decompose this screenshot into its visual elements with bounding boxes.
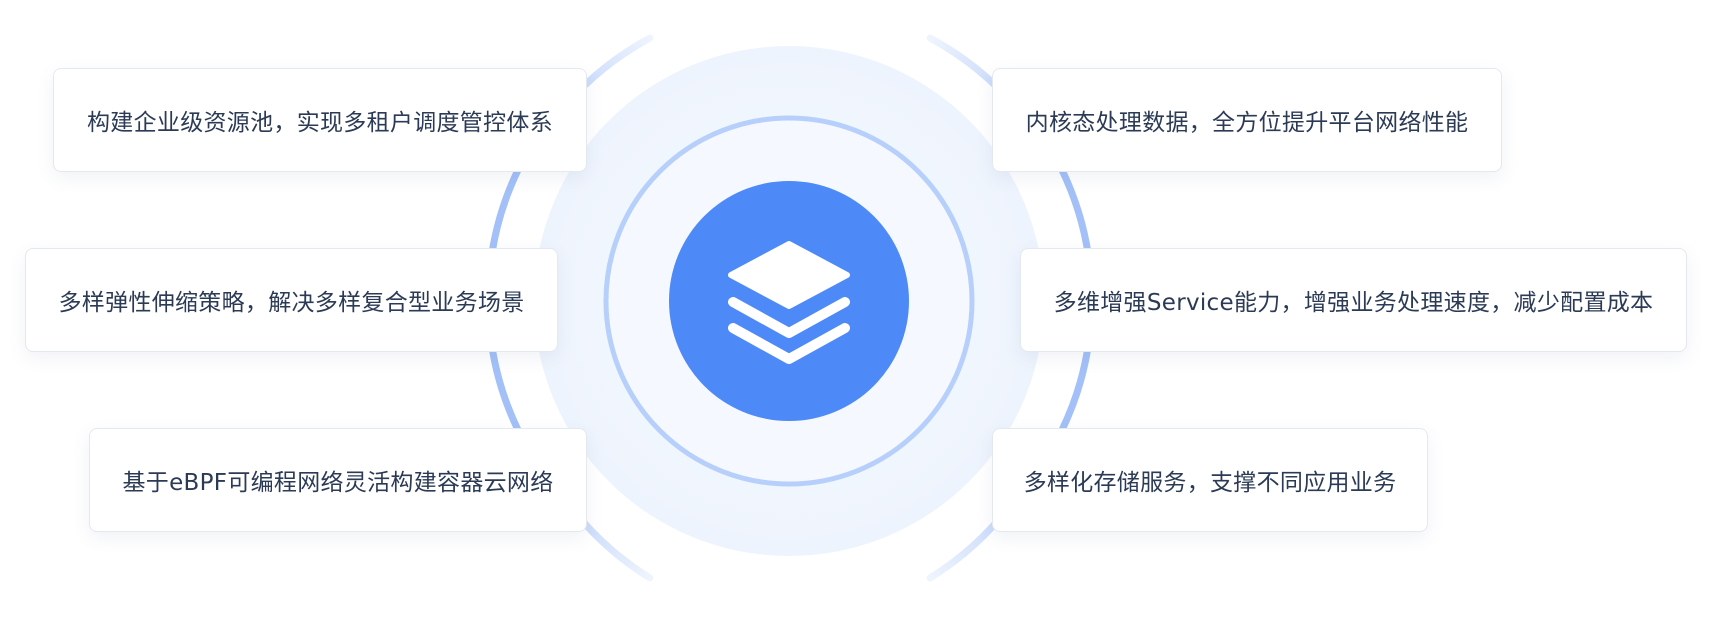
feature-card-autoscaling: 多样弹性伸缩策略，解决多样复合型业务场景: [25, 248, 558, 352]
feature-card-ebpf-network: 基于eBPF可编程网络灵活构建容器云网络: [89, 428, 587, 532]
feature-text: 构建企业级资源池，实现多租户调度管控体系: [87, 110, 553, 136]
feature-card-service: 多维增强Service能力，增强业务处理速度，减少配置成本: [1020, 248, 1687, 352]
feature-card-storage: 多样化存储服务，支撑不同应用业务: [992, 428, 1428, 532]
feature-text: 多样化存储服务，支撑不同应用业务: [1023, 470, 1397, 496]
feature-text: 多样弹性伸缩策略，解决多样复合型业务场景: [58, 290, 525, 316]
feature-card-resource-pool: 构建企业级资源池，实现多租户调度管控体系: [53, 68, 587, 172]
feature-card-kernel-network: 内核态处理数据，全方位提升平台网络性能: [992, 68, 1502, 172]
feature-text: 多维增强Service能力，增强业务处理速度，减少配置成本: [1053, 290, 1654, 316]
feature-text: 内核态处理数据，全方位提升平台网络性能: [1025, 110, 1469, 136]
layers-stack-icon: [728, 241, 850, 364]
feature-text: 基于eBPF可编程网络灵活构建容器云网络: [122, 470, 554, 496]
